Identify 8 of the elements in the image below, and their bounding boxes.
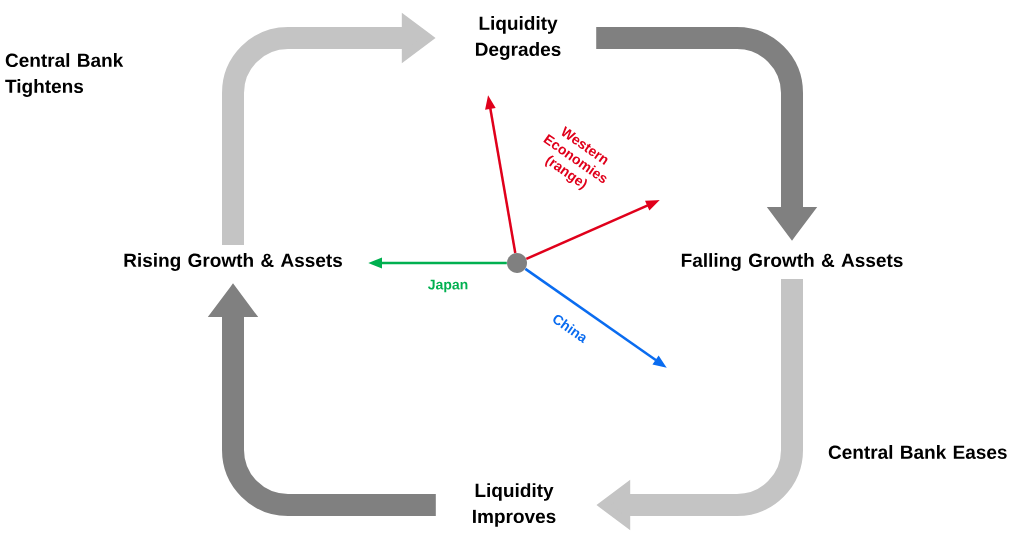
stage-label: Liquidity Improves [473,483,556,527]
action-label: Central Bank Eases [828,445,1007,459]
stage-label: Liquidity Degrades [476,16,561,60]
edge-label: Japan [428,279,468,293]
stage-label: Falling Growth & Assets [681,253,903,271]
stage-label: Rising Growth & Assets [124,253,342,271]
action-label: Central Bank Tightens [5,53,124,97]
center-dot [507,253,527,273]
